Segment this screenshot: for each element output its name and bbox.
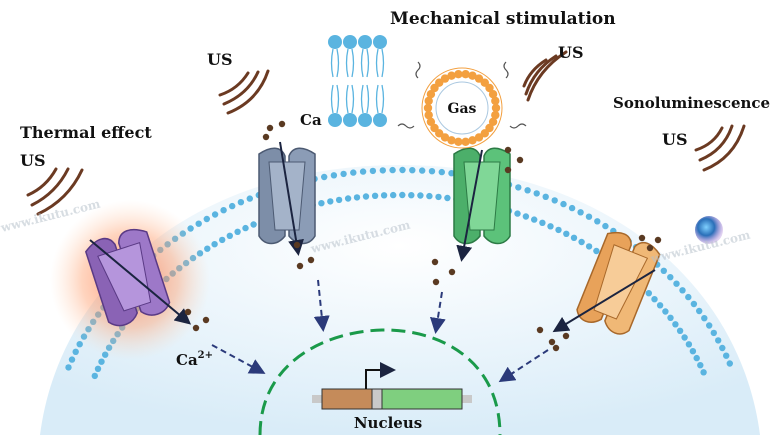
nucleus-label: Nucleus xyxy=(354,414,422,432)
calcium-label-top: Ca xyxy=(300,111,322,129)
ultrasound-wave-icon xyxy=(26,167,84,216)
mechanical-stimulation-title: Mechanical stimulation xyxy=(390,9,616,29)
thermal-effect-title: Thermal effect xyxy=(20,123,152,142)
cell-interior xyxy=(40,165,760,435)
us-label-mechanical: US xyxy=(558,43,584,62)
calcium-label-bottom: Ca2+ xyxy=(176,350,213,369)
ultrasound-wave-icon xyxy=(522,50,568,102)
thermal-channel xyxy=(84,229,171,327)
green-channel xyxy=(453,147,511,245)
ultrasound-wave-icon xyxy=(218,69,270,115)
calcium-ions xyxy=(184,120,662,352)
gas-bubble xyxy=(397,61,527,149)
us-label-grey: US xyxy=(207,50,233,69)
orange-channel xyxy=(576,231,661,335)
gas-label: Gas xyxy=(448,101,477,117)
grey-arrow xyxy=(279,141,304,256)
sonoluminescence-particle-icon xyxy=(695,216,723,244)
gene-promoter-arrow-icon xyxy=(365,362,396,389)
green-arrow xyxy=(456,149,483,262)
thermal-arrow xyxy=(89,239,192,325)
nucleus-arrow-right xyxy=(498,349,549,383)
nucleus-border xyxy=(258,328,502,436)
orange-arrow xyxy=(552,269,656,333)
nucleus-arrow-grey xyxy=(313,279,330,332)
nucleus-arrow-green xyxy=(429,291,446,334)
sonoluminescence-title: Sonoluminescence xyxy=(613,94,770,112)
gene-construct xyxy=(312,362,472,410)
us-label-thermal: US xyxy=(20,151,46,170)
us-label-sonolum: US xyxy=(662,130,688,149)
ultrasound-wave-icon xyxy=(694,124,746,172)
lipid-bilayer-sketch xyxy=(328,35,387,127)
grey-channel xyxy=(258,147,316,245)
